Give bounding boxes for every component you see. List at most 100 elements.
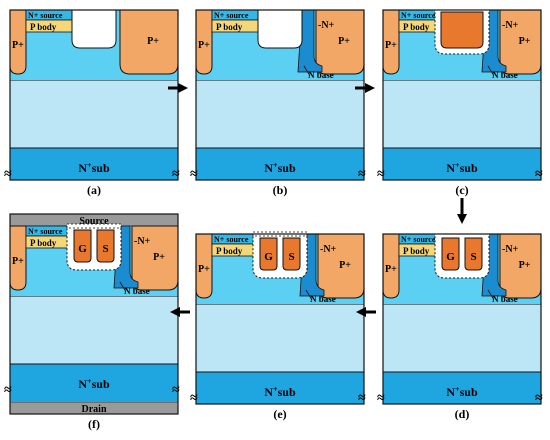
p-plus-left-label: P+: [385, 264, 397, 275]
arrow-d-to-e-head: [356, 307, 366, 317]
n-sub-region: [10, 148, 178, 180]
arrow-d-to-e: [356, 307, 376, 317]
caption-d: (d): [455, 407, 470, 421]
panel-border: [382, 233, 542, 405]
n-source-label: N+ source: [401, 11, 436, 20]
caption-a: (a): [87, 183, 101, 197]
n-source-label: N+ source: [401, 235, 436, 244]
p-plus-right-label: P+: [338, 36, 350, 47]
n-sub-region: [383, 372, 541, 404]
panel-border: [382, 9, 542, 181]
break-mark-right: ≈: [172, 383, 180, 398]
caption-f: (f): [88, 417, 100, 431]
top-oxide: [66, 223, 122, 229]
n-base-pointer: [487, 65, 495, 77]
break-mark-left: ≈: [190, 167, 198, 182]
gate-label: G: [264, 251, 273, 263]
arrow-c-to-d: [457, 198, 467, 224]
p-plus-left-label: P+: [198, 40, 210, 51]
arrow-b-to-c-head: [365, 83, 375, 93]
drift-region: [9, 295, 179, 365]
n-base-region: [297, 9, 323, 73]
n-plus-label: -N+: [320, 244, 337, 255]
n-base-label: N base: [124, 286, 150, 296]
arrow-e-to-f-head: [170, 307, 180, 317]
n-base-pointer: [119, 281, 127, 293]
break-mark-left: ≈: [377, 391, 385, 406]
break-mark-right: ≈: [172, 167, 180, 182]
n-sub-label: N+sub: [446, 385, 478, 400]
p-body-label: P body: [30, 22, 57, 32]
n-sub-label: N+sub: [264, 385, 296, 400]
n-base-label: N base: [308, 70, 334, 80]
break-mark-left: ≈: [4, 383, 12, 398]
drift-region: [382, 79, 542, 149]
gate-electrode: [441, 237, 460, 271]
n-source-label: N+ source: [28, 11, 63, 20]
break-mark-left: ≈: [377, 167, 385, 182]
n-sub-region: [196, 372, 364, 404]
break-mark-left: ≈: [4, 167, 12, 182]
shield-label: S: [288, 251, 294, 263]
break-mark-right: ≈: [535, 391, 543, 406]
p-body-label: P body: [403, 22, 430, 32]
n-plus-label: -N+: [318, 20, 335, 31]
drift-region: [382, 303, 542, 373]
n-sub-label: N+sub: [264, 161, 296, 176]
poly-fill: [440, 11, 484, 49]
break-mark-left: ≈: [190, 391, 198, 406]
shield-label: S: [102, 243, 108, 255]
n-sub-label: N+sub: [446, 161, 478, 176]
n-base-pointer: [487, 289, 495, 301]
n-source-label: N+ source: [214, 11, 249, 20]
n-sub-region: [10, 364, 178, 402]
source-metal-label: Source: [79, 216, 109, 227]
shield-label: S: [470, 251, 476, 263]
panel-border: [195, 9, 365, 181]
n-base-label: N base: [492, 294, 518, 304]
n-base-pointer: [303, 65, 311, 77]
n-sub-region: [383, 148, 541, 180]
n-sub-label: N+sub: [78, 161, 110, 176]
caption-e: (e): [273, 407, 286, 421]
gate-label: G: [78, 243, 87, 255]
n-source-label: N+ source: [28, 227, 63, 236]
drift-region: [9, 79, 179, 149]
p-body-label: P body: [216, 22, 243, 32]
arrow-c-to-d-head: [457, 214, 467, 224]
arrow-b-to-c: [355, 83, 375, 93]
n-source-label: N+ source: [214, 235, 249, 244]
trench-opening: [71, 9, 117, 49]
p-plus-left-label: P+: [385, 40, 397, 51]
shield-electrode: [96, 229, 115, 263]
shield-electrode: [464, 237, 483, 271]
arrow-a-to-b: [168, 83, 188, 93]
caption-c: (c): [455, 183, 468, 197]
gate-electrode: [73, 229, 92, 263]
n-base-pointer: [305, 289, 313, 301]
caption-b: (b): [273, 183, 288, 197]
n-base-label: N base: [492, 70, 518, 80]
drift-region: [195, 303, 365, 373]
p-plus-right-label: P+: [147, 36, 159, 47]
arrow-a-to-b-head: [178, 83, 188, 93]
n-plus-label: -N+: [502, 244, 519, 255]
drift-region: [195, 79, 365, 149]
p-body-label: P body: [30, 238, 57, 248]
n-plus-label: -N+: [134, 236, 151, 247]
break-mark-right: ≈: [535, 167, 543, 182]
p-plus-right-label: P+: [339, 260, 351, 271]
n-base-label: N base: [310, 294, 336, 304]
gate-label: G: [446, 251, 455, 263]
n-plus-label: -N+: [502, 20, 519, 31]
p-plus-left-label: P+: [198, 264, 210, 275]
break-mark-right: ≈: [358, 167, 366, 182]
